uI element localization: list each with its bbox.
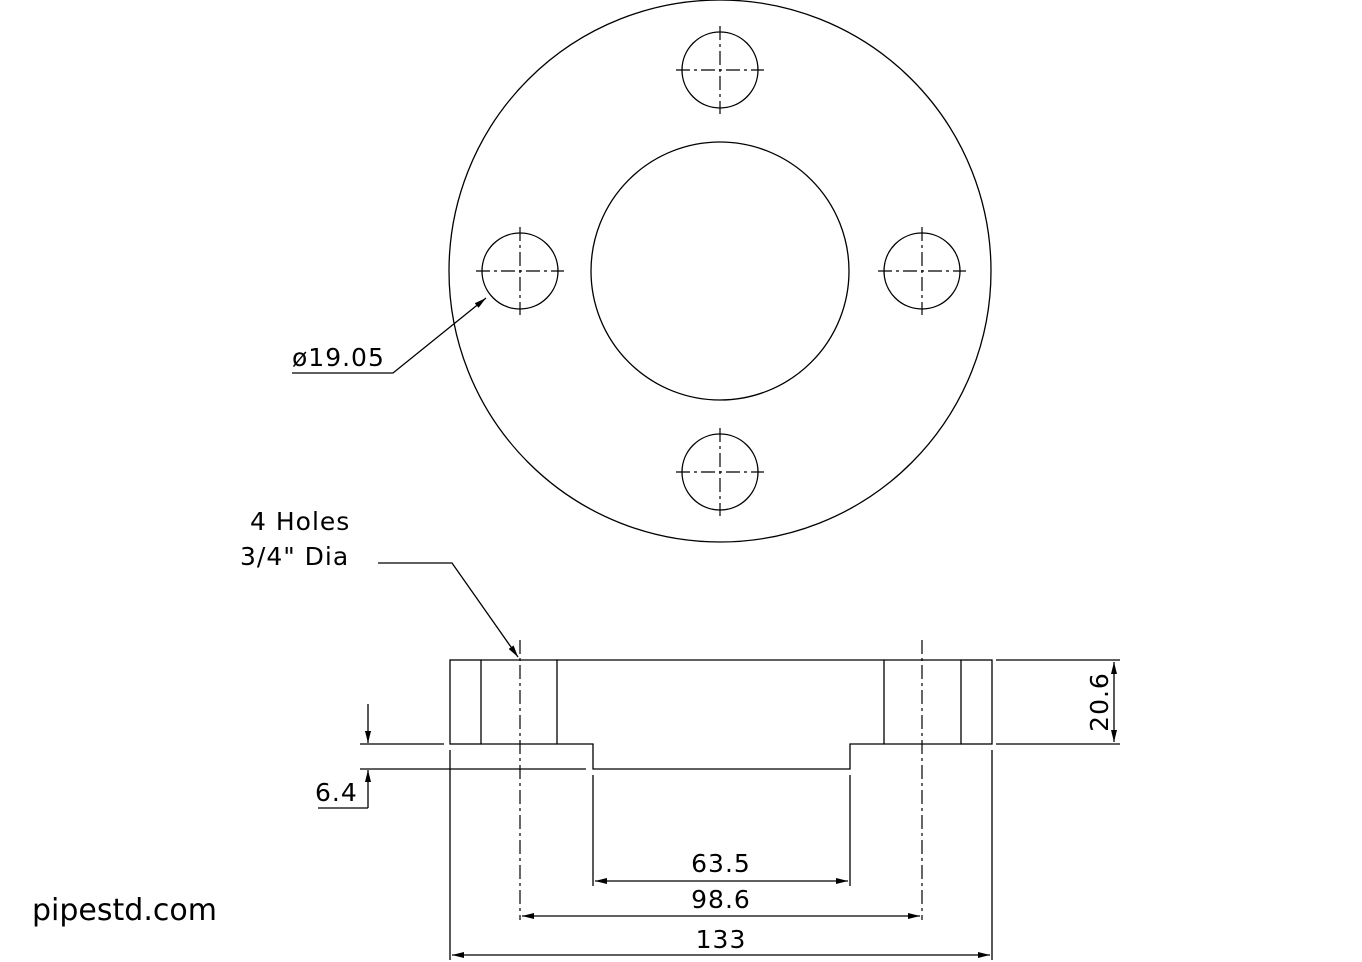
bolt-circle-label: 98.6 — [691, 885, 751, 914]
dim-hub-diameter: 63.5 — [592, 775, 851, 886]
top-view: ø19.05 — [292, 0, 992, 543]
holes-note-line2: 3/4" Dia — [240, 542, 349, 571]
hub-diameter-label: 63.5 — [691, 849, 751, 878]
hatch-left — [449, 659, 482, 745]
hole-diameter-label: ø19.05 — [292, 343, 385, 372]
dim-outer-diameter: 133 — [449, 750, 993, 960]
bolt-hole-left — [476, 227, 564, 315]
dim-thickness: 20.6 — [996, 659, 1120, 745]
thickness-label: 20.6 — [1085, 672, 1114, 732]
dim-hub-height: 6.4 — [315, 704, 586, 809]
hatch-center — [556, 659, 885, 770]
dim-bolt-circle: 98.6 — [522, 885, 920, 919]
hatch-right — [960, 659, 993, 745]
outer-circle — [448, 0, 992, 543]
watermark: pipestd.com — [32, 893, 217, 928]
hub-height-label: 6.4 — [315, 778, 358, 807]
holes-note-line1: 4 Holes — [250, 507, 350, 536]
bolt-hole-bottom — [676, 428, 764, 516]
bore-circle — [590, 141, 850, 401]
section-view: 4 Holes 3/4" Dia 20.6 6.4 63.5 — [240, 507, 1120, 960]
outer-diameter-label: 133 — [696, 925, 747, 954]
holes-note: 4 Holes 3/4" Dia — [240, 507, 519, 658]
bolt-hole-right — [878, 227, 966, 315]
bolt-hole-top — [676, 26, 764, 114]
hole-diameter-leader: ø19.05 — [292, 297, 487, 374]
